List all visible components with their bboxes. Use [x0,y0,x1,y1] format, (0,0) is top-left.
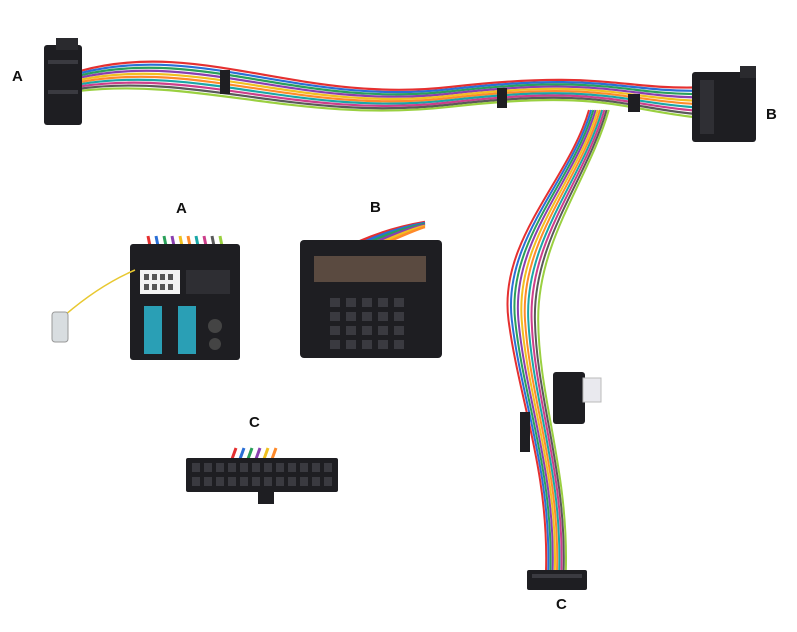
label-harness-c: C [556,596,567,613]
wire [506,109,590,573]
wire [79,63,696,94]
wire [79,87,696,119]
pin-cavity [394,340,404,349]
wire [238,447,246,460]
pin-cavity [324,477,332,486]
pin-cavity [312,463,320,472]
wire [520,109,599,573]
pin-cavity [362,312,372,321]
wire [79,69,696,99]
wire [254,447,262,460]
cable-ties [220,70,640,452]
wire [230,447,238,460]
pin-cavity [378,312,388,321]
detail-connector-a [51,244,240,360]
wire [79,81,696,112]
pin-cavity [204,477,212,486]
wire [389,225,426,243]
detail-connector-b [300,240,442,358]
pin-cavity [228,463,236,472]
wire [79,78,696,109]
pin-cavity [346,298,356,307]
pin-cavity [276,463,284,472]
pin-cavity [362,326,372,335]
wire [79,72,696,102]
wire [527,109,604,573]
pin-cavity [324,463,332,472]
pin-cavity [330,312,340,321]
pin-cavity [228,477,236,486]
pin-cavity [346,312,356,321]
wire [79,60,696,91]
pin-cavity [276,477,284,486]
pin-cavity [362,298,372,307]
wire [513,109,595,573]
harness-connector-c [527,570,587,590]
wire [509,109,593,573]
label-detail-a: A [176,200,187,217]
pin-cavity [312,477,320,486]
pin-cavity [378,298,388,307]
wire [246,447,254,460]
wire [533,109,608,573]
wire [79,84,696,115]
pin-cavity [216,477,224,486]
wire [79,75,696,106]
pin-cavity [394,326,404,335]
pin-cavity [252,477,260,486]
pin-cavity [216,463,224,472]
label-harness-a: A [12,68,23,85]
pin-cavity [240,463,248,472]
wire [262,447,270,460]
wire [530,109,606,573]
pin-cavity [264,477,272,486]
pin-cavity [288,463,296,472]
pin-cavity [346,326,356,335]
pin-cavity [264,463,272,472]
pin-cavity [362,340,372,349]
pin-cavity [346,340,356,349]
pin-cavity [288,477,296,486]
harness-connector-b [692,66,756,142]
pin-cavity [394,312,404,321]
label-detail-c: C [249,414,260,431]
pin-cavity [330,326,340,335]
pin-cavity [192,477,200,486]
pin-cavity [240,477,248,486]
wire [537,109,610,573]
harness-connector-a [44,38,82,125]
pin-cavity [394,298,404,307]
pin-cavity [330,298,340,307]
wire-bundle [79,60,696,573]
pin-cavity [378,340,388,349]
pin-cavity [252,463,260,472]
pin-cavity [378,326,388,335]
label-harness-b: B [766,106,777,123]
detail-connector-c [186,458,338,504]
wire [270,447,278,460]
label-detail-b: B [370,199,381,216]
wire [79,66,696,96]
pin-cavity [300,477,308,486]
pin-cavity [204,463,212,472]
fuse-holder [553,372,602,424]
pin-cavity [300,463,308,472]
wire [516,109,597,573]
pin-cavity [192,463,200,472]
pin-cavity [330,340,340,349]
wire [523,109,601,573]
